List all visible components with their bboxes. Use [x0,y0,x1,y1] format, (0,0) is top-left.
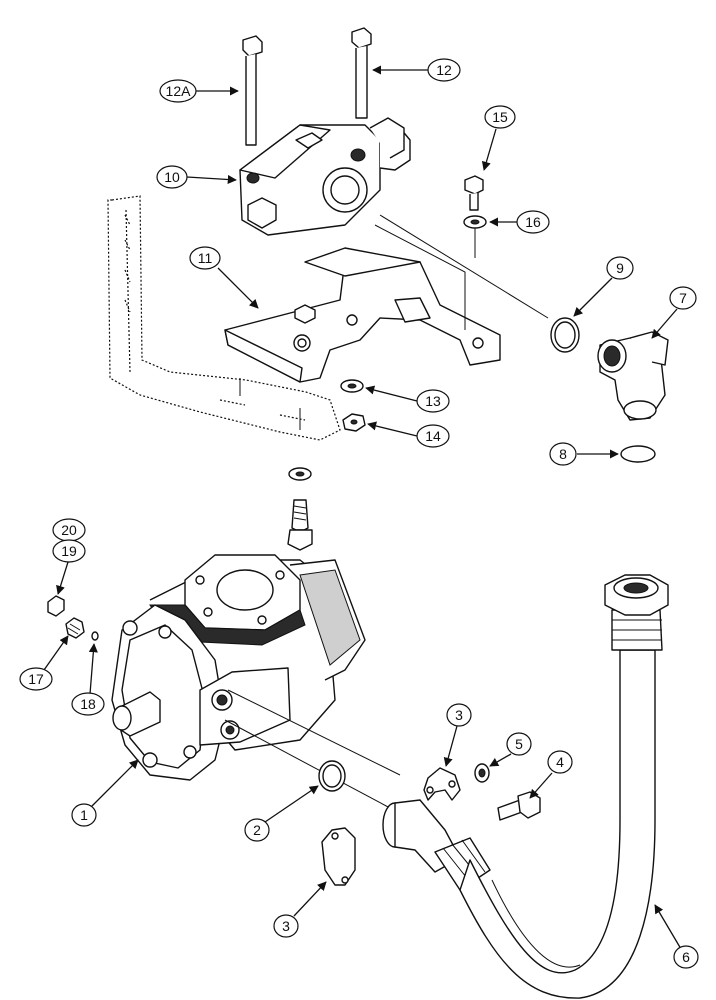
callout-3-lower: 3 [273,881,327,938]
callout-12a-label: 12A [166,83,192,99]
o-ring-18 [91,631,99,641]
callout-13: 13 [365,385,450,413]
callout-10: 10 [156,165,237,189]
lower-washer [288,467,312,481]
callout-16-label: 16 [525,214,541,230]
callout-10-label: 10 [164,169,180,185]
callout-19: 19 [52,539,86,595]
callout-6-label: 6 [682,949,690,965]
plug-19 [47,595,65,617]
callout-3-lower-label: 3 [282,918,290,934]
callout-14: 14 [367,421,450,448]
callout-20-label: 20 [61,522,77,538]
screw-15 [464,175,484,211]
callout-12: 12 [372,58,461,82]
washer-16 [463,215,487,229]
callout-8: 8 [549,442,619,466]
callout-19-label: 19 [61,543,77,559]
mounting-plate [224,247,501,383]
callout-13-label: 13 [425,393,441,409]
callout-5: 5 [489,732,532,767]
o-ring-2 [318,760,346,792]
callout-3-upper-label: 3 [455,707,463,723]
clamp-half-lower [321,827,356,886]
fitting-17 [65,617,85,639]
callout-20: 20 [52,518,86,542]
bracket-outline [107,195,341,441]
callout-7: 7 [651,286,697,339]
callout-6: 6 [654,904,699,969]
callout-2-label: 2 [253,822,261,838]
callout-15: 15 [481,105,516,171]
callout-17: 17 [19,635,69,691]
callout-2: 2 [244,785,319,842]
long-bolt-12 [351,27,372,119]
callout-14-label: 14 [425,428,441,444]
clamp-half-upper [423,767,461,801]
nut-14 [342,413,366,432]
long-bolt-12a [242,35,263,146]
callout-4: 4 [529,750,573,799]
callout-1: 1 [71,759,139,827]
lower-bolt [287,499,313,551]
callout-12a: 12A [159,79,239,103]
callout-9: 9 [573,256,634,317]
callout-9-label: 9 [616,260,624,276]
cap-8 [620,445,656,463]
callout-3-upper: 3 [443,703,472,767]
o-ring-9 [550,317,580,353]
lockwasher-5 [474,763,490,783]
callout-11-label: 11 [198,250,213,266]
callout-18-label: 18 [80,696,96,712]
callout-1-label: 1 [80,807,88,823]
washer-13 [340,379,364,393]
callout-4-label: 4 [556,754,564,770]
elbow-fitting-7 [597,331,669,421]
callout-15-label: 15 [492,109,508,125]
hydraulic-pump [111,554,401,809]
callout-5-label: 5 [515,736,523,752]
callout-7-label: 7 [679,290,687,306]
callout-16: 16 [489,210,550,234]
callout-11: 11 [189,246,259,309]
assembly-leaders [374,214,549,330]
hose-assembly-6 [382,574,669,999]
valve-body [239,117,411,236]
bolt-4 [497,791,541,821]
callout-17-label: 17 [28,671,44,687]
callout-12-label: 12 [436,62,452,78]
callout-8-label: 8 [559,446,567,462]
callout-18: 18 [71,643,105,716]
